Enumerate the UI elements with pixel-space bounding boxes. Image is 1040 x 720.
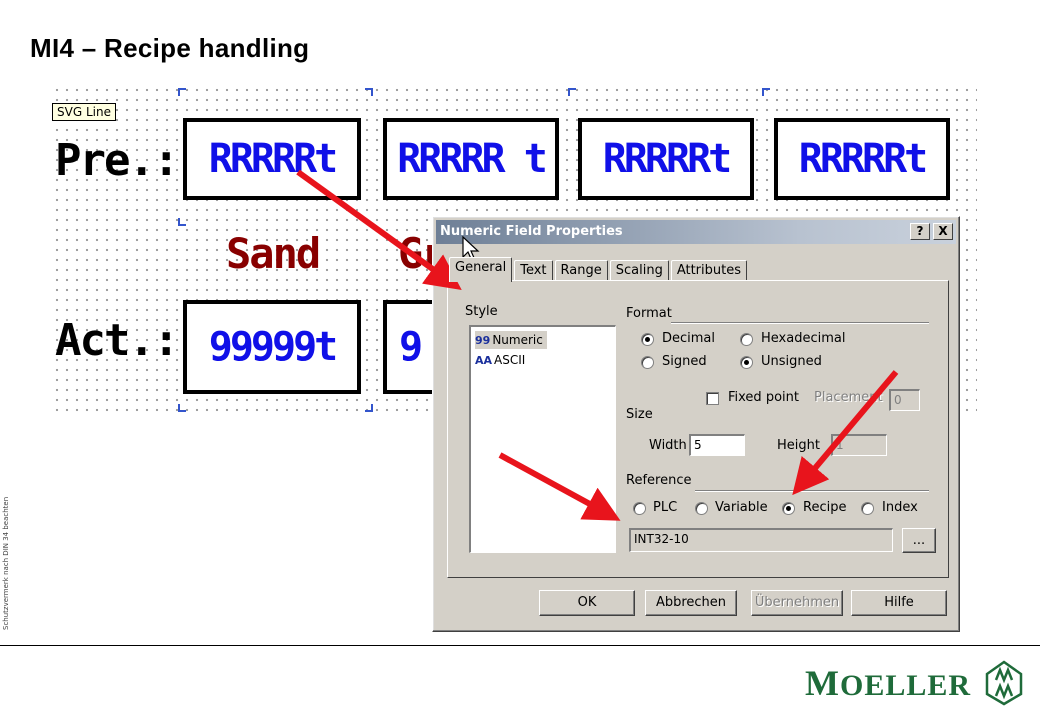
dialog-titlebar[interactable]: Numeric Field Properties ? X [436,220,956,244]
numeric-icon: 99 [475,334,491,347]
cancel-button[interactable]: Abbrechen [645,590,737,616]
selection-handle [178,404,186,412]
slide-title: MI4 – Recipe handling [30,33,310,63]
moeller-logo: MOELLER [805,663,971,706]
selection-handle [762,88,770,96]
close-button[interactable]: X [933,223,953,240]
apply-button[interactable]: Übernehmen [751,590,843,616]
numeric-field-properties-dialog: Numeric Field Properties ? X General Tex… [432,216,960,632]
tooltip: SVG Line [52,103,116,121]
selection-handle [178,218,186,226]
help-title-button[interactable]: ? [910,223,930,240]
radio-variable[interactable] [695,502,708,515]
material-name-1: Sand [226,229,321,278]
tab-scaling[interactable]: Scaling [609,260,669,281]
selection-handle [178,88,186,96]
placement-label: Placement [814,390,883,405]
decimal-label: Decimal [662,331,716,346]
size-label: Size [626,407,653,422]
preset-value: RRRRRt [208,136,338,182]
preset-field-1[interactable]: RRRRRt [183,118,361,200]
protection-note: Schutzvermerk nach DIN 34 beachten [2,496,10,630]
actual-value: 9 [399,324,423,370]
radio-unsigned[interactable] [740,356,753,369]
tab-range[interactable]: Range [554,260,608,281]
unsigned-label: Unsigned [761,354,822,369]
radio-plc[interactable] [633,502,646,515]
fixed-point-checkbox[interactable] [706,392,719,405]
radio-signed[interactable] [641,356,654,369]
variable-label: Variable [715,500,768,515]
browse-button[interactable]: ... [902,528,936,553]
selection-handle [365,404,373,412]
tab-text[interactable]: Text [514,260,553,281]
recipe-label: Recipe [803,500,847,515]
tab-general[interactable]: General [449,257,513,282]
height-input[interactable]: 1 [831,434,887,456]
logo-initial: M [805,663,840,703]
style-label: Style [465,304,498,319]
preset-field-2[interactable]: RRRRR t [383,118,559,200]
dialog-title: Numeric Field Properties [440,224,623,239]
ok-button[interactable]: OK [539,590,635,616]
preset-field-3[interactable]: RRRRRt [578,118,754,200]
plc-label: PLC [653,500,678,515]
moeller-emblem-icon [985,660,1023,706]
height-label: Height [777,438,820,453]
index-label: Index [882,500,918,515]
actual-value: 99999t [208,324,338,370]
radio-hexadecimal[interactable] [740,333,753,346]
width-input[interactable]: 5 [689,434,745,456]
preset-value: RRRRRt [602,136,732,182]
footer-divider [0,645,1040,646]
list-item-label: Numeric [492,333,543,347]
act-label: Act.: [55,315,179,366]
reference-value-field[interactable]: INT32-10 [629,528,893,552]
reference-label: Reference [626,473,692,488]
reference-divider [695,490,929,492]
radio-decimal[interactable] [641,333,654,346]
preset-value: RRRRRt [798,136,928,182]
tab-attributes[interactable]: Attributes [670,260,748,281]
pre-label: Pre.: [55,135,179,186]
selection-handle [568,88,576,96]
radio-index[interactable] [861,502,874,515]
signed-label: Signed [662,354,707,369]
preset-value: RRRRR t [397,136,548,182]
selection-handle [365,88,373,96]
tab-panel-general [447,280,949,578]
ascii-icon: AA [475,354,493,367]
hexadecimal-label: Hexadecimal [761,331,846,346]
list-item-label: ASCII [494,353,526,367]
actual-field-1[interactable]: 99999t [183,300,361,394]
preset-field-4[interactable]: RRRRRt [774,118,950,200]
format-label: Format [626,306,672,321]
logo-rest: OELLER [839,669,972,702]
radio-recipe[interactable] [782,502,795,515]
format-divider [671,322,929,324]
help-button[interactable]: Hilfe [851,590,947,616]
width-label: Width [649,438,687,453]
placement-input[interactable]: 0 [889,389,920,411]
tab-strip: General Text Range Scaling Attributes [449,257,749,282]
fixed-point-label: Fixed point [728,390,799,405]
